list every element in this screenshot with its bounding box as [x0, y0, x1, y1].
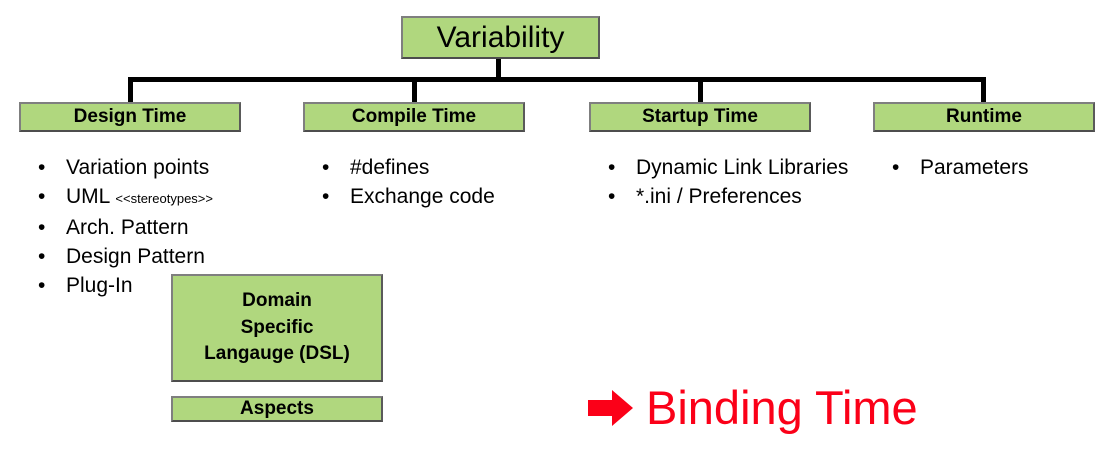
list-item: • UML <<stereotypes>> [26, 182, 291, 213]
connector-drop-runtime [981, 80, 986, 104]
list-design-time: • Variation points • UML <<stereotypes>>… [26, 153, 291, 300]
bullet-icon: • [38, 245, 46, 268]
list-item: • Plug-In [26, 271, 291, 300]
list-item-text: *.ini / Preferences [636, 185, 802, 208]
node-design-time-label: Design Time [73, 106, 187, 127]
list-item-text: Parameters [920, 156, 1029, 179]
callout-binding-time: Binding Time [588, 384, 918, 431]
list-item-text: Exchange code [350, 185, 495, 208]
node-aspects[interactable]: Aspects [171, 396, 383, 422]
list-item: • Arch. Pattern [26, 213, 291, 242]
bullet-icon: • [38, 274, 46, 297]
list-item-note: <<stereotypes>> [115, 191, 213, 206]
node-aspects-label: Aspects [240, 398, 314, 419]
list-item: • Parameters [880, 153, 1110, 182]
node-compile-time[interactable]: Compile Time [303, 102, 525, 132]
connector-drop-compile-time [412, 80, 417, 104]
node-dsl-line2: Specific [240, 316, 314, 338]
list-startup-time: • Dynamic Link Libraries • *.ini / Prefe… [596, 153, 861, 211]
bullet-icon: • [608, 156, 616, 179]
connector-drop-startup-time [698, 80, 703, 104]
node-startup-time-label: Startup Time [642, 106, 758, 127]
node-design-time[interactable]: Design Time [19, 102, 241, 132]
bullet-icon: • [38, 185, 46, 208]
list-item: • #defines [310, 153, 570, 182]
list-item: • Variation points [26, 153, 291, 182]
bullet-icon: • [38, 216, 46, 239]
list-item-text: Plug-In [66, 274, 133, 297]
list-item-text: Variation points [66, 156, 210, 179]
node-dsl-line3: Langauge (DSL) [204, 343, 350, 365]
node-domain-specific-language[interactable]: Domain Specific Langauge (DSL) [171, 274, 383, 382]
list-item: • *.ini / Preferences [596, 182, 861, 211]
bullet-icon: • [892, 156, 900, 179]
node-compile-time-label: Compile Time [351, 106, 477, 127]
right-arrow-icon [588, 389, 633, 426]
list-item-text: #defines [350, 156, 430, 179]
node-runtime[interactable]: Runtime [873, 102, 1095, 132]
bullet-icon: • [322, 185, 330, 208]
connector-drop-design-time [128, 80, 133, 104]
list-item-text: Arch. Pattern [66, 216, 189, 239]
list-item-text: Design Pattern [66, 245, 205, 268]
node-variability-label: Variability [436, 20, 565, 54]
list-item: • Dynamic Link Libraries [596, 153, 861, 182]
list-compile-time: • #defines • Exchange code [310, 153, 570, 211]
connector-root-stem [496, 59, 501, 80]
list-runtime: • Parameters [880, 153, 1110, 182]
bullet-icon: • [38, 156, 46, 179]
node-variability[interactable]: Variability [401, 16, 600, 59]
list-item: • Design Pattern [26, 242, 291, 271]
node-dsl-line1: Domain [242, 289, 312, 311]
list-item: • Exchange code [310, 182, 570, 211]
node-startup-time[interactable]: Startup Time [589, 102, 811, 132]
connector-horizontal-bar [128, 77, 986, 82]
callout-text: Binding Time [646, 381, 918, 434]
node-runtime-label: Runtime [946, 106, 1022, 127]
bullet-icon: • [322, 156, 330, 179]
list-item-text: UML [66, 185, 116, 208]
list-item-text: Dynamic Link Libraries [636, 156, 849, 179]
bullet-icon: • [608, 185, 616, 208]
